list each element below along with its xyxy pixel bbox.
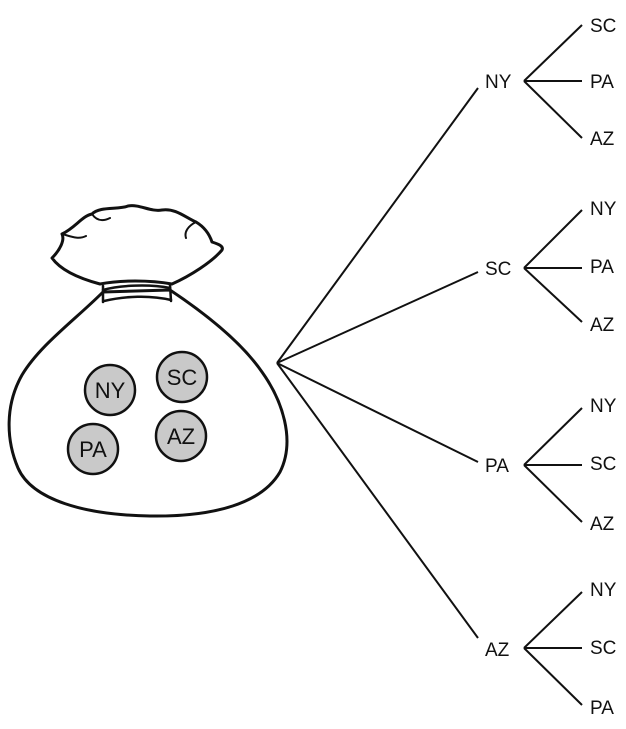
edge-root-sc <box>276 271 479 364</box>
leaf-ny-3: AZ <box>590 129 615 150</box>
coins-group: NY SC PA AZ <box>66 350 209 476</box>
branch-pa: PA NY SC AZ <box>485 396 617 535</box>
coin-label-ny: NY <box>95 378 126 403</box>
leaf-pa-1: NY <box>590 396 617 417</box>
coin-label-sc: SC <box>167 365 198 390</box>
leaf-az-1: NY <box>590 580 617 601</box>
leaf-pa-3: AZ <box>590 514 615 535</box>
branch-sc: SC NY PA AZ <box>485 199 617 336</box>
branch-ny: NY SC PA AZ <box>485 16 616 150</box>
bag-neck-band <box>101 284 173 303</box>
leaf-ny-2: PA <box>590 72 614 93</box>
coin-label-pa: PA <box>79 437 107 462</box>
leaf-az-2: SC <box>590 638 616 659</box>
edge-root-ny <box>276 87 479 364</box>
coin-label-az: AZ <box>167 424 195 449</box>
leaf-ny-1: SC <box>590 16 616 37</box>
bag-illustration <box>7 204 289 518</box>
root-edges <box>276 87 479 639</box>
bag-body <box>7 288 289 518</box>
leaf-sc-1: NY <box>590 199 617 220</box>
leaf-az-3: PA <box>590 698 614 719</box>
edge-root-az <box>276 362 479 639</box>
leaf-sc-2: PA <box>590 257 614 278</box>
coin-az: AZ <box>154 409 208 463</box>
leaf-sc-3: AZ <box>590 315 615 336</box>
branch-label-az: AZ <box>485 640 510 661</box>
coin-ny: NY <box>83 363 137 417</box>
branch-az: AZ NY SC PA <box>485 580 617 719</box>
coin-sc: SC <box>155 350 209 404</box>
bag-top <box>50 204 224 286</box>
branch-label-pa: PA <box>485 456 509 477</box>
edge-root-pa <box>276 362 479 463</box>
branch-label-sc: SC <box>485 259 511 280</box>
leaf-pa-2: SC <box>590 454 616 475</box>
branch-label-ny: NY <box>485 72 512 93</box>
coin-pa: PA <box>66 422 120 476</box>
